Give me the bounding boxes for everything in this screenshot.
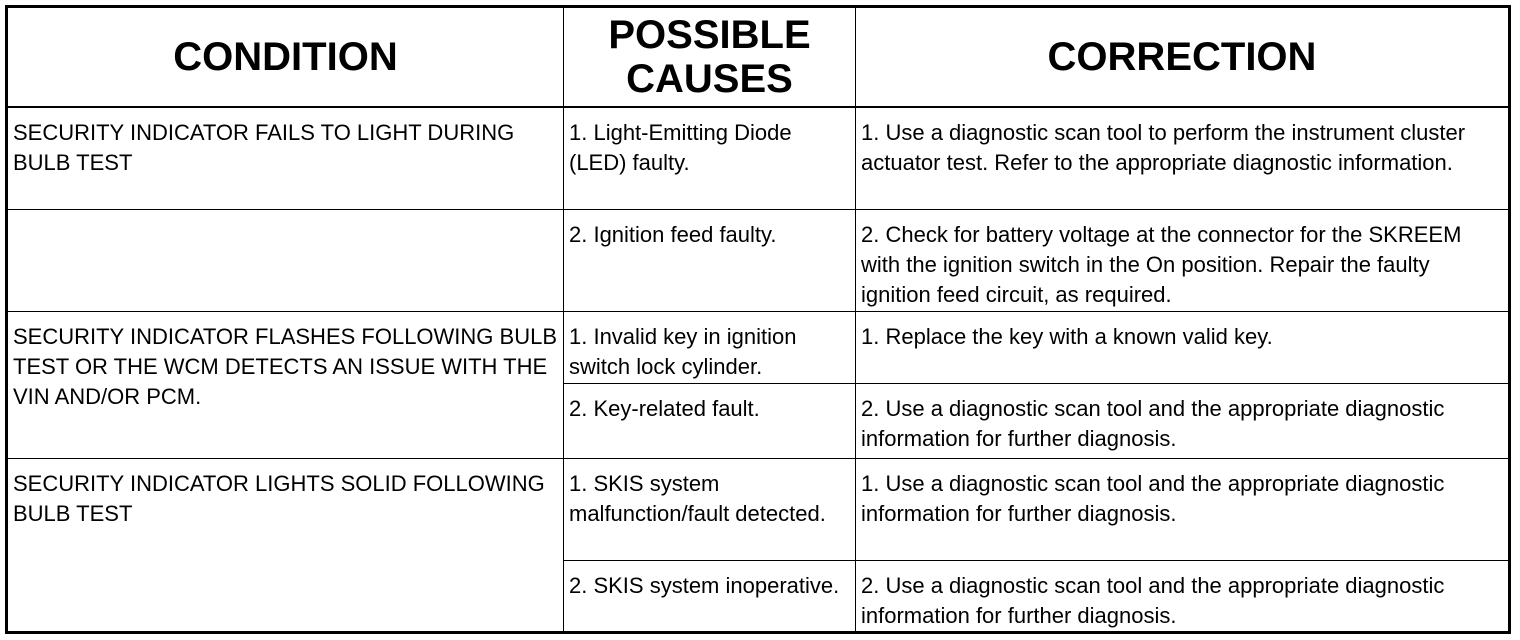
correction-cell: 2. Use a diagnostic scan tool and the ap… (855, 383, 1510, 459)
cause-cell: 1. Invalid key in ignition switch lock c… (563, 311, 856, 384)
correction-cell: 2. Check for battery voltage at the conn… (855, 209, 1510, 312)
header-condition: CONDITION (6, 6, 564, 108)
condition-cell: SECURITY INDICATOR LIGHTS SOLID FOLLOWIN… (6, 458, 564, 633)
correction-cell: 1. Use a diagnostic scan tool and the ap… (855, 458, 1510, 561)
cause-cell: 2. Key-related fault. (563, 383, 856, 459)
table-row: SECURITY INDICATOR LIGHTS SOLID FOLLOWIN… (6, 458, 1510, 633)
cause-cell: 1. Light-Emitting Diode (LED) faulty. (563, 106, 856, 210)
table-row: SECURITY INDICATOR FLASHES FOLLOWING BUL… (6, 311, 1510, 459)
cause-cell: 2. SKIS system inoperative. (563, 560, 856, 633)
table-row: 2. Key-related fault. 2. Use a diagnosti… (7, 383, 1510, 459)
condition-cell: SECURITY INDICATOR FAILS TO LIGHT DURING… (6, 106, 564, 210)
correction-cell: 1. Use a diagnostic scan tool to perform… (855, 106, 1510, 210)
correction-cell: 1. Replace the key with a known valid ke… (855, 311, 1510, 384)
table-row: SECURITY INDICATOR FAILS TO LIGHT DURING… (6, 106, 1510, 210)
table-row: 2. SKIS system inoperative. 2. Use a dia… (7, 560, 1510, 633)
condition-cell (6, 209, 564, 312)
table-row: 2. Ignition feed faulty. 2. Check for ba… (6, 209, 1510, 312)
header-correction: CORRECTION (855, 6, 1510, 108)
condition-cell: SECURITY INDICATOR FLASHES FOLLOWING BUL… (6, 311, 564, 459)
cause-cell: 1. SKIS system malfunction/fault detecte… (563, 458, 856, 561)
correction-cell: 2. Use a diagnostic scan tool and the ap… (855, 560, 1510, 633)
cause-cell: 2. Ignition feed faulty. (563, 209, 856, 312)
